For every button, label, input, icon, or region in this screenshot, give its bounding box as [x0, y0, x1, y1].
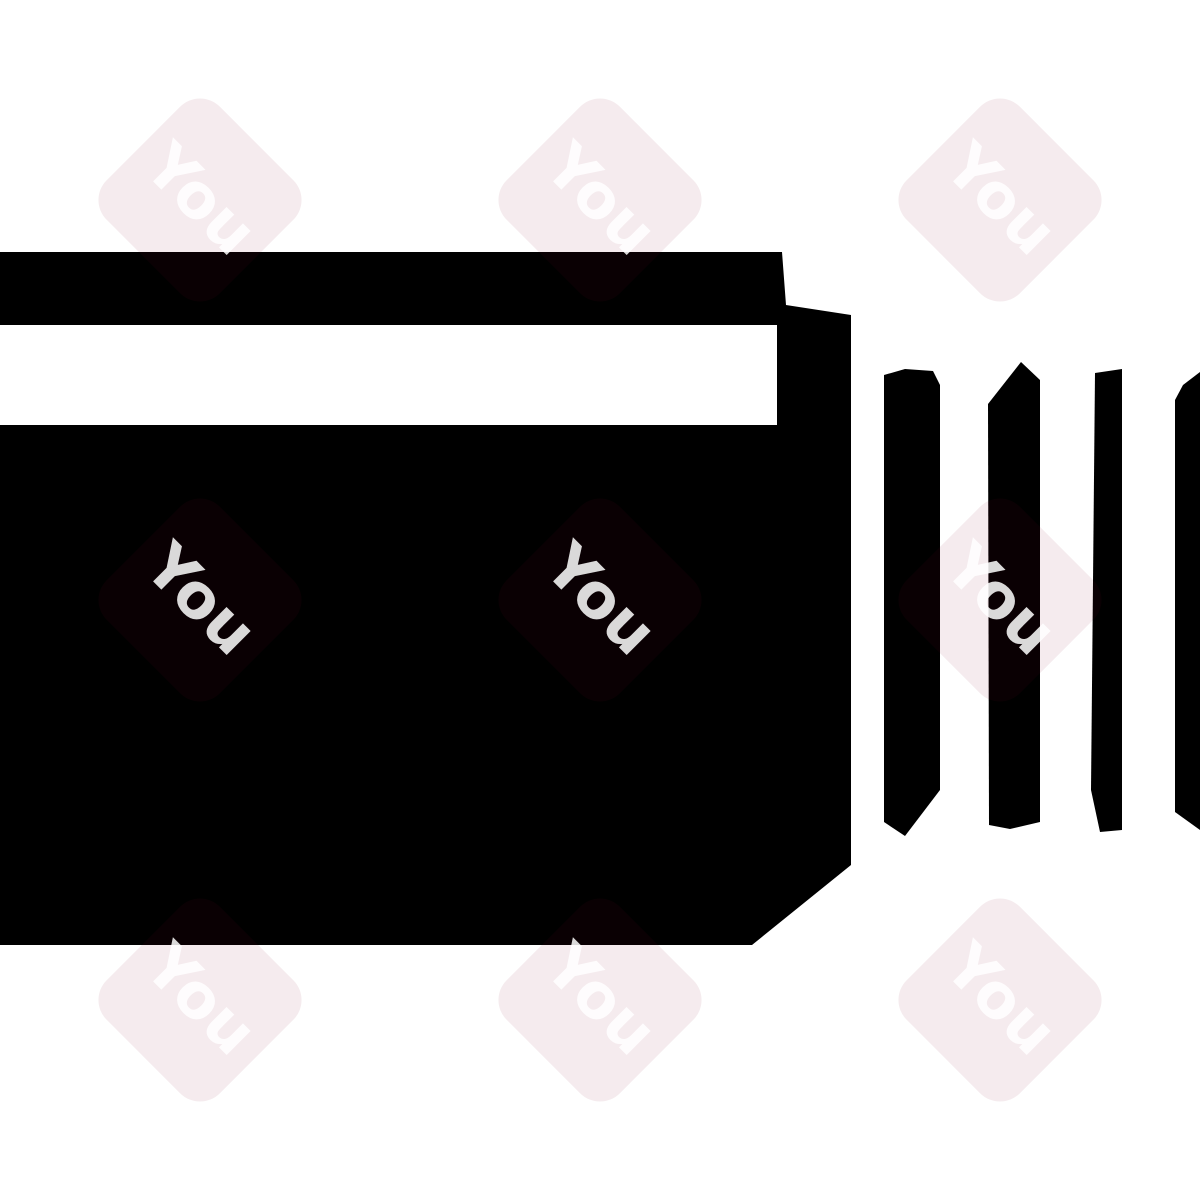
watermark-logo: You: [498, 898, 702, 1102]
watermark-logo: You: [98, 98, 302, 302]
card-edge-1: [884, 369, 940, 836]
card-edge-2: [988, 362, 1040, 829]
card-body: [0, 252, 851, 945]
watermark-logo: You: [898, 498, 1102, 702]
watermark-logo: You: [98, 498, 302, 702]
watermark-logo: You: [498, 498, 702, 702]
card-stripe: [0, 325, 777, 425]
watermark-logo: You: [898, 98, 1102, 302]
watermark-logo: You: [898, 898, 1102, 1102]
watermark-logo: You: [498, 98, 702, 302]
card-edge-3: [1091, 369, 1122, 832]
watermark-logo: You: [98, 898, 302, 1102]
card-edge-4: [1175, 372, 1200, 830]
credit-card-icon: [0, 252, 1200, 945]
